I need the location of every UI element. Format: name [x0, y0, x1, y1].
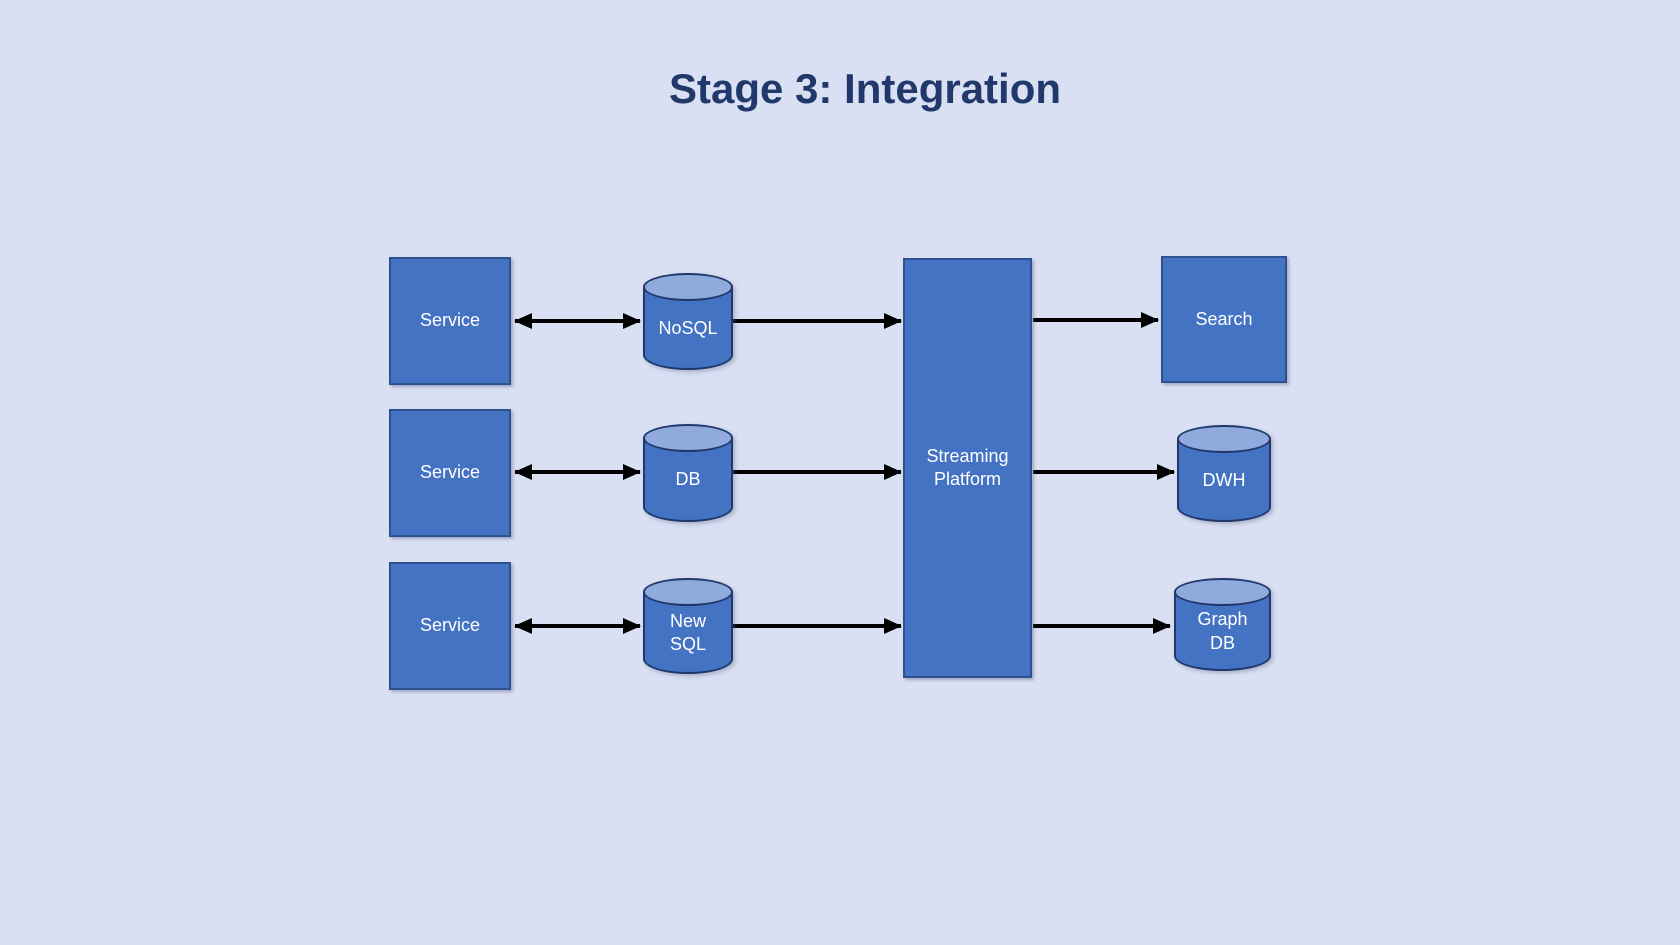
slide-title: Stage 3: Integration — [668, 65, 1062, 112]
node-streaming-platform: Streaming Platform — [903, 258, 1032, 678]
node-service-1-label: Service — [419, 310, 481, 331]
node-graph-db-label: Graph DB — [1197, 609, 1248, 653]
node-dwh: DWH — [1177, 425, 1271, 522]
cylinder-top — [643, 424, 733, 452]
node-new-sql-label: New SQL — [669, 610, 707, 654]
node-search: Search — [1161, 256, 1287, 383]
node-dwh-label: DWH — [1202, 469, 1246, 490]
cylinder-body — [643, 438, 733, 522]
node-db: DB — [643, 424, 733, 522]
node-service-3: Service — [389, 562, 511, 690]
node-service-3-label: Service — [419, 615, 481, 636]
cylinder-top — [1174, 578, 1271, 606]
node-nosql-label: NoSQL — [658, 317, 718, 338]
node-search-label: Search — [1195, 308, 1253, 329]
node-streaming-platform-label: Streaming Platform — [926, 445, 1009, 489]
node-nosql: NoSQL — [643, 273, 733, 370]
node-service-2-label: Service — [419, 462, 481, 483]
node-service-1: Service — [389, 257, 511, 385]
node-service-2: Service — [389, 409, 511, 537]
cylinder-top — [643, 273, 733, 301]
cylinder-top — [1177, 425, 1271, 453]
cylinder-top — [643, 578, 733, 606]
node-db-label: DB — [675, 469, 701, 490]
node-new-sql: New SQL — [643, 578, 733, 674]
node-graph-db: Graph DB — [1174, 578, 1271, 671]
